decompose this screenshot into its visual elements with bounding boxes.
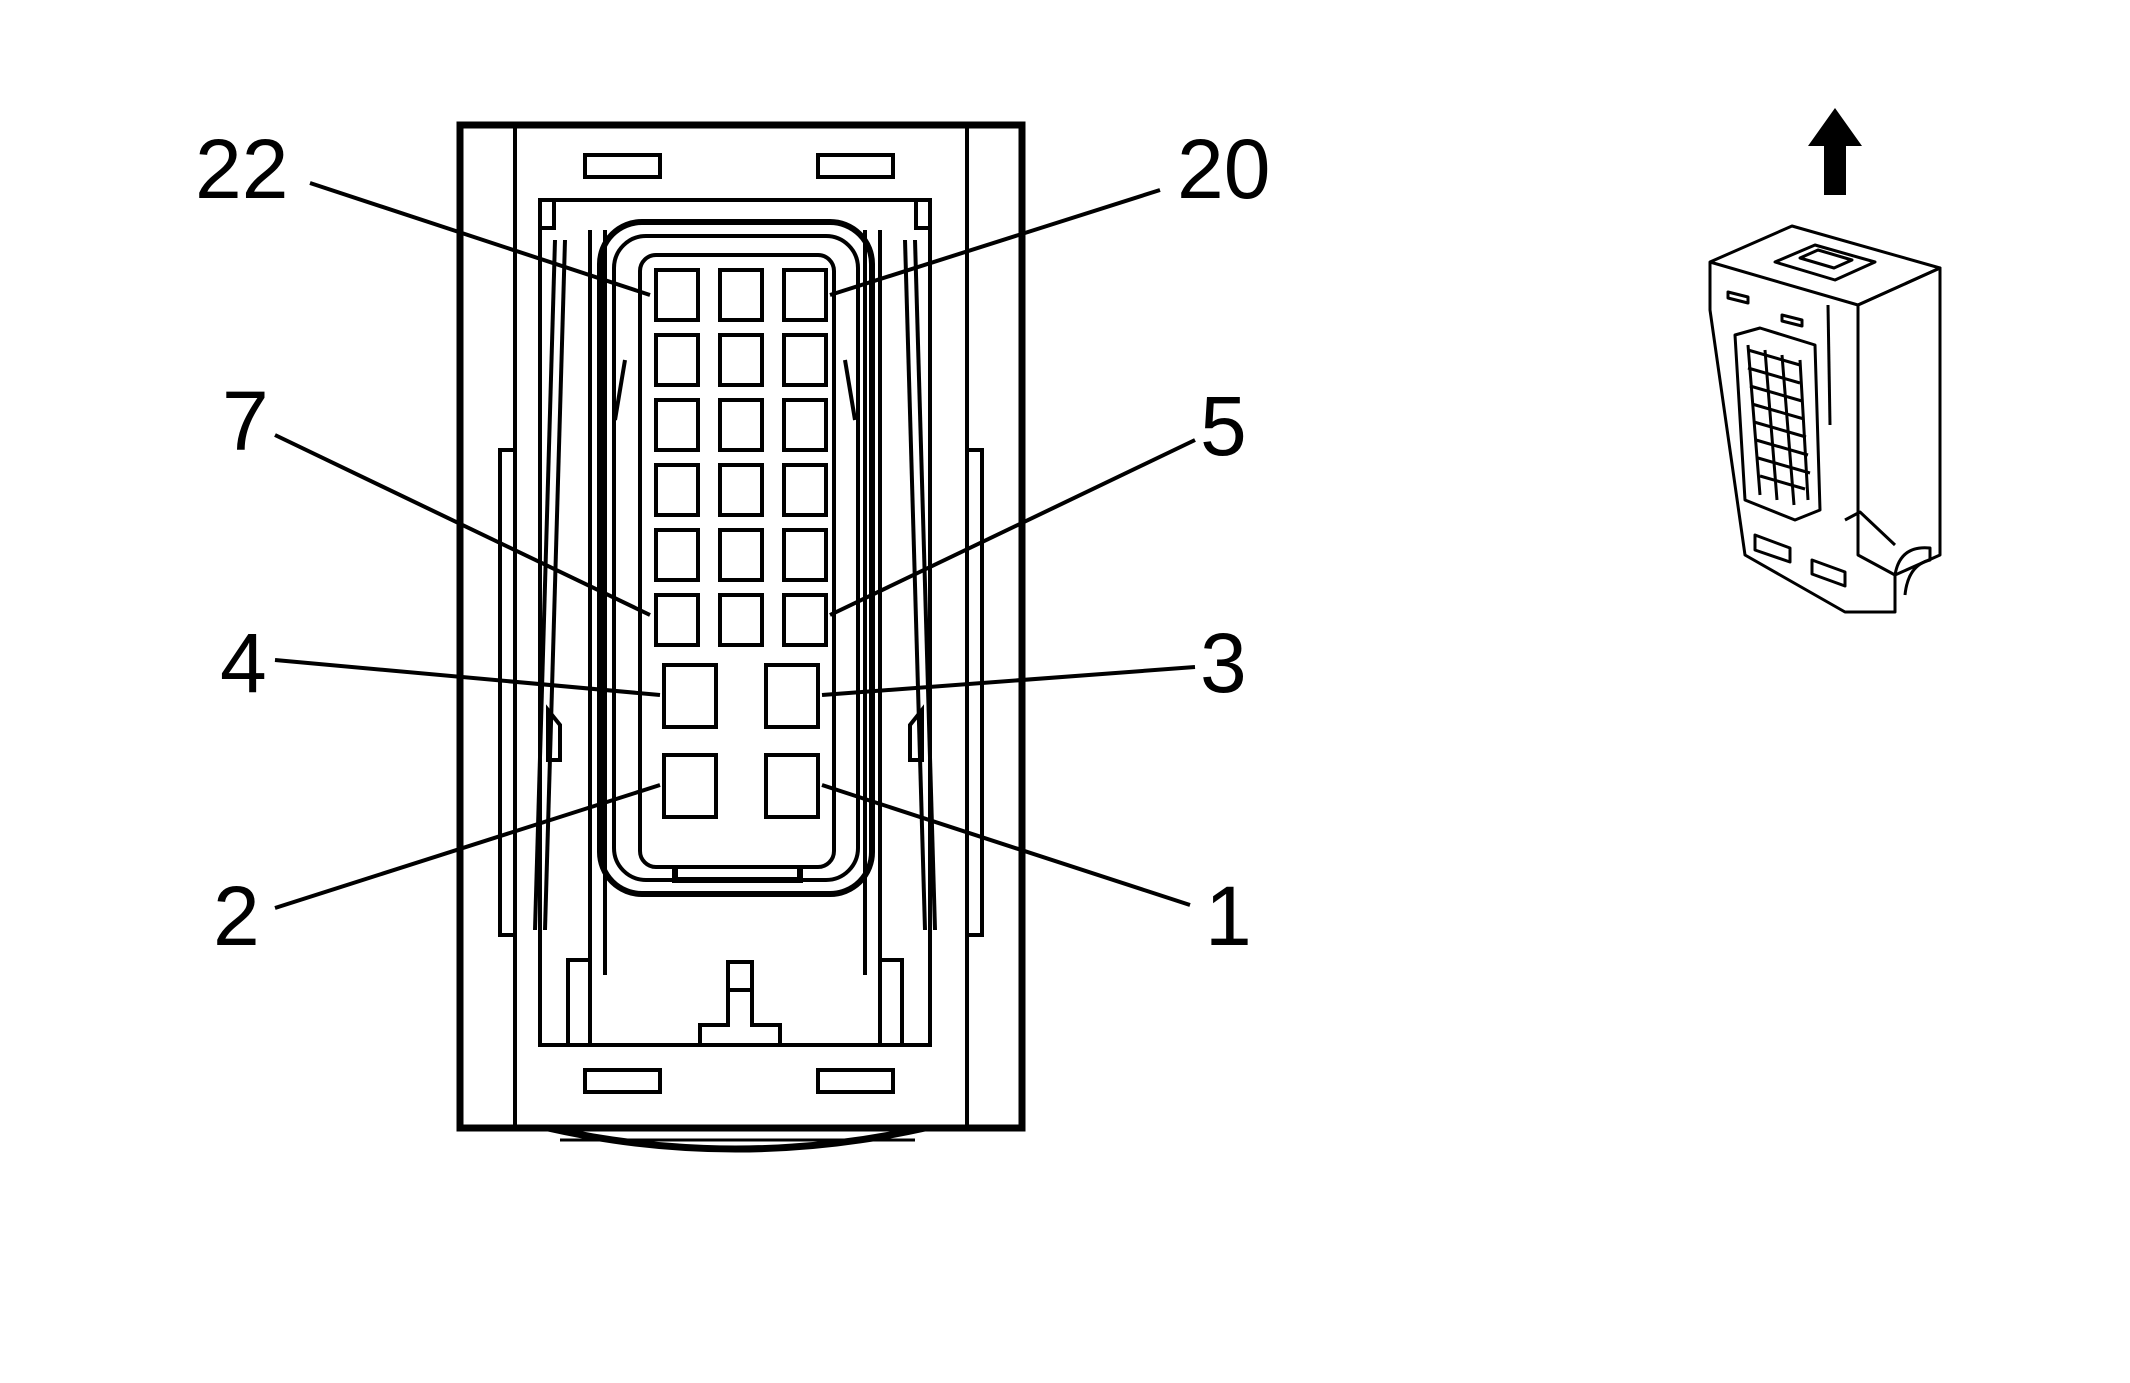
- terminal-2: [662, 753, 718, 819]
- terminal-11: [782, 463, 828, 517]
- leader-line-20: [829, 188, 1161, 297]
- connector-isometric-view: [1708, 108, 1942, 614]
- terminal-grid-small: [654, 268, 828, 647]
- terminal-grid-large: [662, 663, 820, 819]
- pin-label-4: 4: [220, 616, 267, 710]
- pin-label-20: 20: [1177, 122, 1270, 216]
- latch-slot-top-left: [583, 153, 662, 179]
- terminal-8: [782, 528, 828, 582]
- terminal-4: [662, 663, 718, 729]
- terminal-9: [718, 528, 764, 582]
- connector-face-view: [274, 121, 1196, 1153]
- leader-line-22: [309, 181, 651, 297]
- terminal-17: [782, 333, 828, 387]
- terminal-10: [654, 528, 700, 582]
- leader-line-3: [821, 665, 1196, 697]
- terminal-16: [654, 398, 700, 452]
- terminal-13: [654, 463, 700, 517]
- terminal-6: [718, 593, 764, 647]
- pin-label-1: 1: [1205, 869, 1252, 963]
- terminal-15: [718, 398, 764, 452]
- pin-label-5: 5: [1200, 379, 1247, 473]
- connector-bottom-lip: [547, 1124, 926, 1153]
- terminal-3: [764, 663, 820, 729]
- leader-line-2: [274, 783, 661, 910]
- latch-slot-top-right: [816, 153, 895, 179]
- terminal-5: [782, 593, 828, 647]
- terminal-1: [764, 753, 820, 819]
- terminal-20: [782, 268, 828, 322]
- leader-line-1: [821, 783, 1191, 907]
- terminal-12: [718, 463, 764, 517]
- leader-line-4: [274, 658, 661, 697]
- leader-line-5: [829, 438, 1196, 617]
- pin-label-3: 3: [1200, 616, 1247, 710]
- pin-labels: 22 20 7 5 4 3 2 1: [195, 122, 1270, 963]
- terminal-22: [654, 268, 700, 322]
- center-key: [698, 960, 782, 1047]
- latch-slot-bottom-left: [583, 1068, 662, 1094]
- cavity-outer-rim: [597, 219, 875, 897]
- terminal-7: [654, 593, 700, 647]
- terminal-18: [718, 333, 764, 387]
- latch-slot-bottom-right: [816, 1068, 895, 1094]
- terminal-21: [718, 268, 764, 322]
- terminal-cavity-block: [638, 253, 836, 869]
- pin-label-7: 7: [222, 374, 269, 468]
- leader-line-7: [274, 433, 651, 617]
- pin-label-22: 22: [195, 122, 288, 216]
- connector-housing-outer: [456, 121, 1026, 1132]
- leader-lines: [274, 181, 1196, 910]
- arrow-up-icon: [1808, 108, 1862, 195]
- terminal-14: [782, 398, 828, 452]
- terminal-19: [654, 333, 700, 387]
- pin-label-2: 2: [213, 869, 260, 963]
